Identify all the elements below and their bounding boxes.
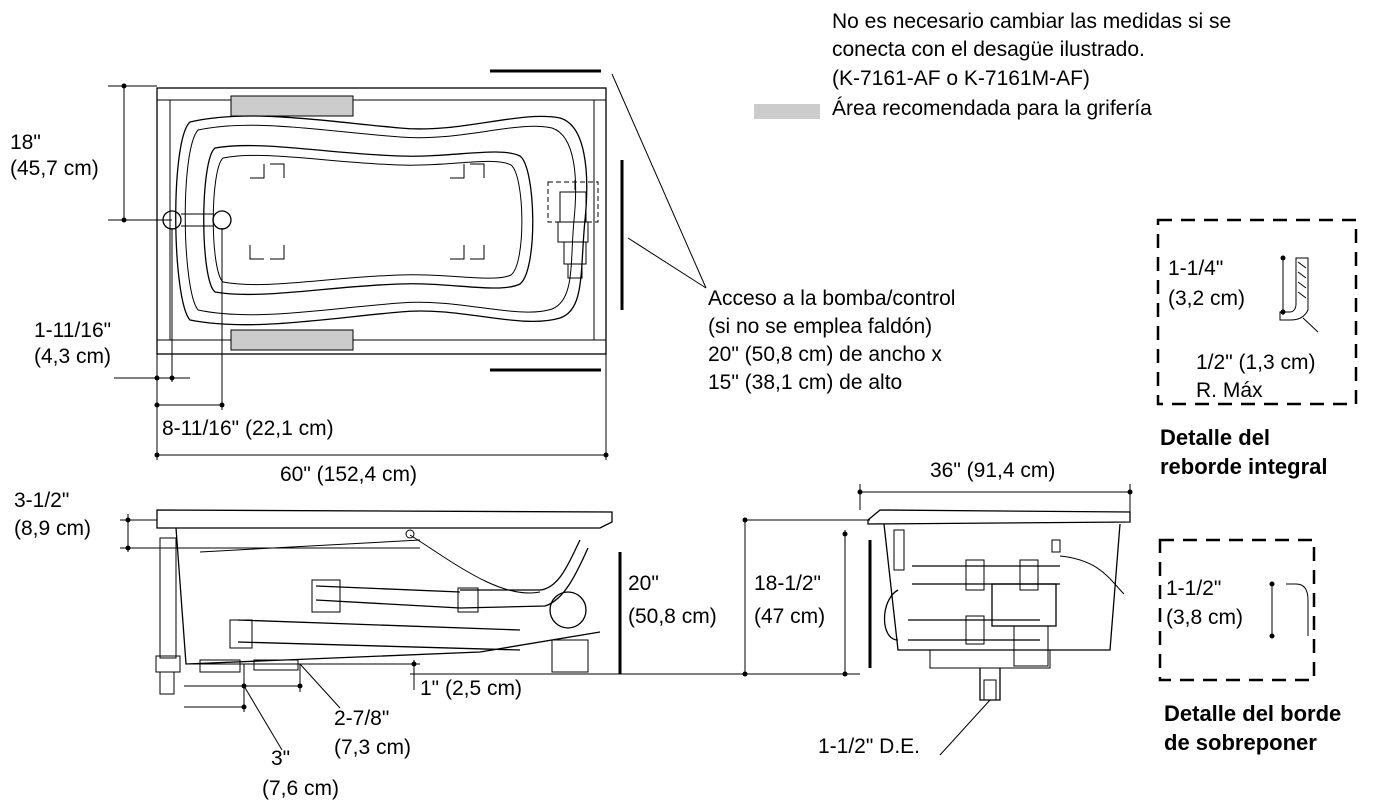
side-dim-3-in: 3" <box>271 747 291 770</box>
end-view <box>742 484 1133 756</box>
rim-radius: 1/2" (1,3 cm) <box>1196 351 1316 374</box>
side-dim-1: 1" (2,5 cm) <box>420 677 522 700</box>
end-dim-18-1-2-cm: (47 cm) <box>754 605 826 628</box>
drop-dim-cm: (3,8 cm) <box>1166 606 1244 629</box>
rim-detail-title-2: reborde integral <box>1160 454 1328 479</box>
legend-swatch <box>754 104 820 119</box>
side-view <box>120 509 860 751</box>
rim-detail-title-1: Detalle del <box>1160 425 1271 450</box>
access-line-2: (si no se emplea faldón) <box>708 315 933 338</box>
plan-dim-60: 60" (152,4 cm) <box>280 463 418 486</box>
plan-dim-18-in: 18" <box>10 131 41 154</box>
note-line-2: conecta con el desagüe ilustrado. <box>832 38 1145 61</box>
plan-dim-1-11-16-in: 1-11/16" <box>34 319 112 342</box>
faucet-area-top <box>230 95 354 117</box>
drop-detail-title-1: Detalle del borde <box>1164 701 1342 726</box>
note-line-3: (K-7161-AF o K-7161M-AF) <box>832 67 1090 90</box>
plan-view <box>108 69 707 460</box>
plan-dim-18-cm: (45,7 cm) <box>10 157 99 180</box>
drop-dim-in: 1-1/2" <box>1166 577 1222 600</box>
end-dim-18-1-2-in: 18-1/2" <box>754 572 821 595</box>
access-line-3: 20" (50,8 cm) de ancho x <box>708 343 942 366</box>
end-drain-od: 1-1/2" D.E. <box>818 735 920 758</box>
plan-dim-1-11-16-cm: (4,3 cm) <box>34 345 112 368</box>
side-dim-3-1-2-cm: (8,9 cm) <box>14 517 92 540</box>
legend-label: Área recomendada para la grifería <box>832 97 1152 120</box>
integral-rim-detail <box>1156 218 1358 406</box>
faucet-area-bottom <box>230 329 354 351</box>
rim-radius-max: R. Máx <box>1196 379 1263 402</box>
drop-detail-title-2: de sobreponer <box>1164 730 1317 755</box>
side-dim-3-1-2-in: 3-1/2" <box>14 489 70 512</box>
side-dim-2-7-8-cm: (7,3 cm) <box>334 736 412 759</box>
end-dim-36: 36" (91,4 cm) <box>930 459 1056 482</box>
drop-in-rim-detail <box>1158 538 1316 682</box>
side-dim-2-7-8-in: 2-7/8" <box>334 707 390 730</box>
access-line-1: Acceso a la bomba/control <box>708 287 956 310</box>
side-dim-20-in: 20" <box>628 572 659 595</box>
rim-dim-in: 1-1/4" <box>1168 257 1224 280</box>
rim-dim-cm: (3,2 cm) <box>1168 287 1246 310</box>
access-line-4: 15" (38,1 cm) de alto <box>708 371 903 394</box>
side-dim-3-cm: (7,6 cm) <box>262 777 340 800</box>
note-line-1: No es necesario cambiar las medidas si s… <box>832 10 1232 33</box>
plan-dim-8-11-16: 8-11/16" (22,1 cm) <box>162 417 334 440</box>
side-dim-20-cm: (50,8 cm) <box>628 605 717 628</box>
